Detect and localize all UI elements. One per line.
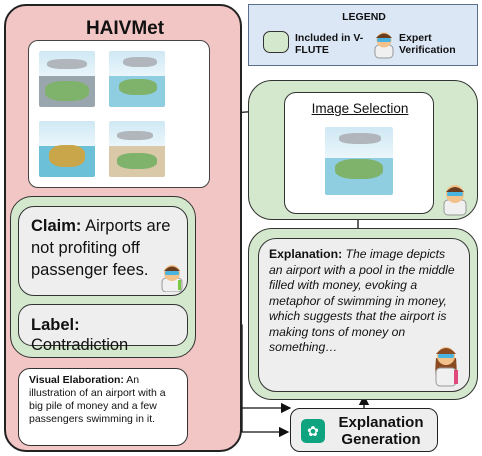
- legend-included-label: Included in V-FLUTE: [295, 32, 364, 56]
- explanation-heading: Explanation:: [269, 247, 343, 261]
- claim-text: Airports are not profiting off passenger…: [31, 217, 171, 279]
- label-heading: Label:: [31, 316, 80, 334]
- generated-image-4: [109, 121, 165, 177]
- generated-image-1: [39, 51, 95, 107]
- explanation-generation-label: Explanation Generation: [338, 414, 424, 448]
- expert-verification-icon: [443, 185, 467, 216]
- visual-elaboration-text: An illustration of an airport with a big…: [29, 374, 166, 425]
- selected-image: [325, 127, 393, 195]
- image-selection-box: Image Selection: [284, 92, 434, 214]
- label-value: Contradiction: [31, 336, 129, 354]
- legend-expert-icon: [374, 32, 394, 59]
- claim-box: Claim: Airports are not profiting off pa…: [18, 206, 188, 296]
- explanation-box: Explanation: The image depicts an airpor…: [258, 238, 470, 392]
- visual-elaboration-box: Visual Elaboration: An illustration of a…: [18, 368, 188, 446]
- explanation-generation-box: ✿ Explanation Generation: [290, 408, 438, 452]
- label-box: Label: Contradiction: [18, 304, 188, 354]
- image-selection-label: Image Selection: [311, 101, 409, 116]
- explanation-text: The image depicts an airport with a pool…: [269, 247, 455, 354]
- legend: LEGEND Included in V-FLUTE Expert Verifi…: [248, 4, 478, 66]
- expert-verification-icon: [435, 347, 458, 387]
- haivmet-title: HAIVMet: [85, 18, 165, 39]
- visual-elaboration-heading: Visual Elaboration:: [29, 374, 124, 386]
- image-grid: [28, 40, 210, 188]
- expert-verification-icon: [161, 265, 183, 292]
- legend-green-swatch: [263, 31, 289, 53]
- generated-image-2: [109, 51, 165, 107]
- legend-title: LEGEND: [342, 11, 386, 23]
- claim-heading: Claim:: [31, 217, 82, 235]
- generated-image-3: [39, 121, 95, 177]
- openai-logo-icon: ✿: [301, 419, 325, 443]
- legend-expert-label: Expert Verification: [399, 32, 456, 56]
